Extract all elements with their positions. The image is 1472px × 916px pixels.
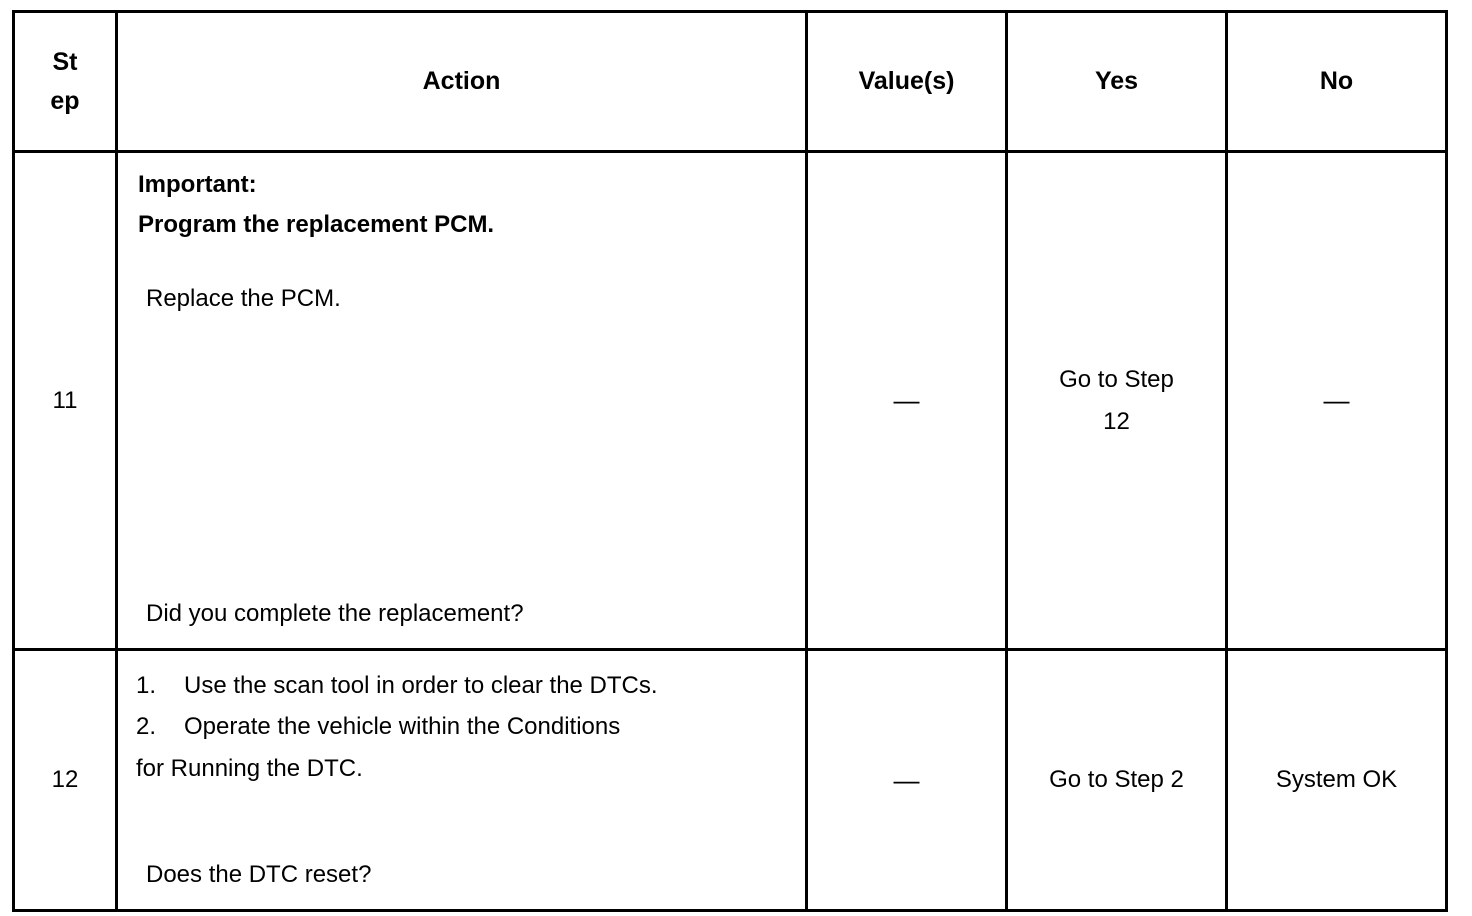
column-header-step: St ep (12, 10, 118, 153)
list-item: 1. Use the scan tool in order to clear t… (136, 665, 805, 706)
no-cell-11: — (1225, 150, 1448, 651)
action-question: Did you complete the replacement? (146, 599, 524, 627)
value-cell-12: — (805, 648, 1008, 912)
column-header-step-line-1: St (52, 47, 78, 76)
list-item-number: 2. (136, 713, 157, 741)
table-row: 12 1. Use the scan tool in order to clea… (12, 648, 1448, 912)
action-question-block: Did you complete the replacement? (118, 594, 805, 634)
list-item-continuation: for Running the DTC. (136, 754, 363, 782)
diagnostic-step-table: St ep Action Value(s) Yes No 11 Importan… (12, 10, 1448, 912)
step-number-cell-11: 11 (12, 150, 118, 651)
action-instruction: Replace the PCM. (146, 285, 341, 312)
action-question-block: Does the DTC reset? (118, 855, 805, 895)
action-cell-11: Important: Program the replacement PCM. … (115, 150, 808, 651)
column-header-step-line-2: ep (50, 86, 80, 115)
no-branch-line-1: System OK (1275, 766, 1398, 793)
step-number-cell-12: 12 (12, 648, 118, 912)
yes-cell-11: Go to Step 12 (1005, 150, 1228, 651)
yes-branch-line-1: Go to Step 2 (1049, 766, 1184, 793)
action-question: Does the DTC reset? (146, 860, 372, 888)
column-header-no: No (1225, 10, 1448, 153)
table-header-row: St ep Action Value(s) Yes No (12, 10, 1448, 153)
important-text: Program the replacement PCM. (138, 211, 495, 239)
list-item: 2. Operate the vehicle within the Condit… (136, 706, 805, 747)
action-instruction-block: Replace the PCM. (118, 279, 805, 319)
action-ordered-list: 1. Use the scan tool in order to clear t… (118, 665, 805, 789)
list-item-text: Use the scan tool in order to clear the … (184, 672, 658, 699)
action-important-block: Important: Program the replacement PCM. (118, 165, 805, 246)
important-label: Important: (138, 171, 257, 198)
yes-branch-line-2: 12 (1103, 407, 1130, 435)
action-cell-12: 1. Use the scan tool in order to clear t… (115, 648, 808, 912)
value-cell-11: — (805, 150, 1008, 651)
column-header-yes: Yes (1005, 10, 1228, 153)
yes-branch-line-1: Go to Step (1059, 365, 1174, 393)
table-row: 11 Important: Program the replacement PC… (12, 150, 1448, 651)
list-item-text: Operate the vehicle within the Condition… (184, 713, 621, 741)
no-cell-12: System OK (1225, 648, 1448, 912)
column-header-action: Action (115, 10, 808, 153)
list-item-number: 1. (136, 672, 157, 699)
column-header-values: Value(s) (805, 10, 1008, 153)
yes-cell-12: Go to Step 2 (1005, 648, 1228, 912)
